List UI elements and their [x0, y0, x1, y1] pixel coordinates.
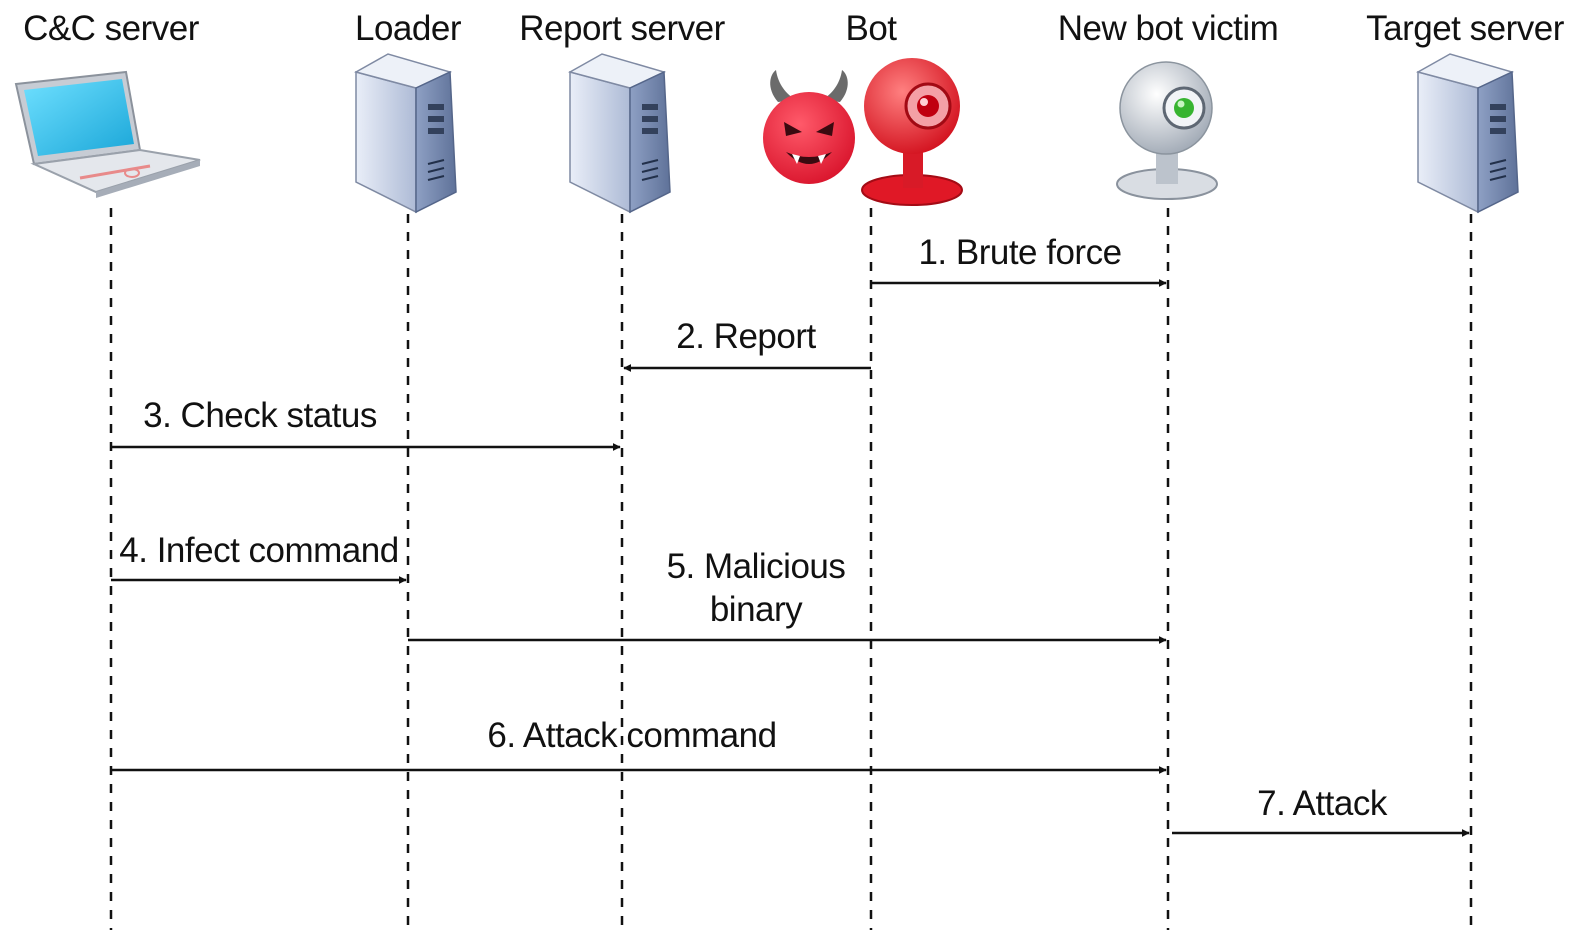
participant-label-victim: New bot victim [1058, 9, 1279, 48]
message-label-attack: 7. Attack [1257, 784, 1388, 823]
devil-webcam-icon [763, 58, 963, 206]
message-attack-command: 6. Attack command [111, 716, 1167, 774]
server-tower-icon [1416, 53, 1519, 214]
webcam-icon [1116, 61, 1218, 200]
message-attack: 7. Attack [1172, 784, 1470, 837]
message-label-malicious-binary: binary [710, 590, 803, 629]
message-label-brute-force: 1. Brute force [918, 233, 1121, 272]
participant-label-target: Target server [1366, 9, 1565, 48]
message-brute-force: 1. Brute force [871, 233, 1167, 287]
devil-icon [763, 70, 855, 184]
message-malicious-binary: 5. Malicious binary [408, 547, 1167, 644]
server-tower-icon [354, 53, 457, 214]
message-label-check-status: 3. Check status [143, 396, 377, 435]
lifelines [109, 208, 1473, 930]
red-webcam-icon [861, 58, 963, 206]
laptop-icon [14, 70, 201, 198]
participant-label-bot: Bot [845, 9, 897, 48]
message-label-infect-command: 4. Infect command [119, 531, 398, 570]
participant-label-loader: Loader [355, 9, 462, 48]
server-tower-icon [568, 53, 671, 214]
message-report: 2. Report [623, 317, 871, 372]
participant-label-report: Report server [519, 9, 725, 48]
participant-label-cc: C&C server [23, 9, 200, 48]
message-check-status: 3. Check status [111, 396, 621, 451]
message-label-malicious-binary: 5. Malicious [667, 547, 846, 586]
message-label-report: 2. Report [676, 317, 816, 356]
message-label-attack-command: 6. Attack command [487, 716, 776, 755]
message-infect-command: 4. Infect command [111, 531, 407, 584]
